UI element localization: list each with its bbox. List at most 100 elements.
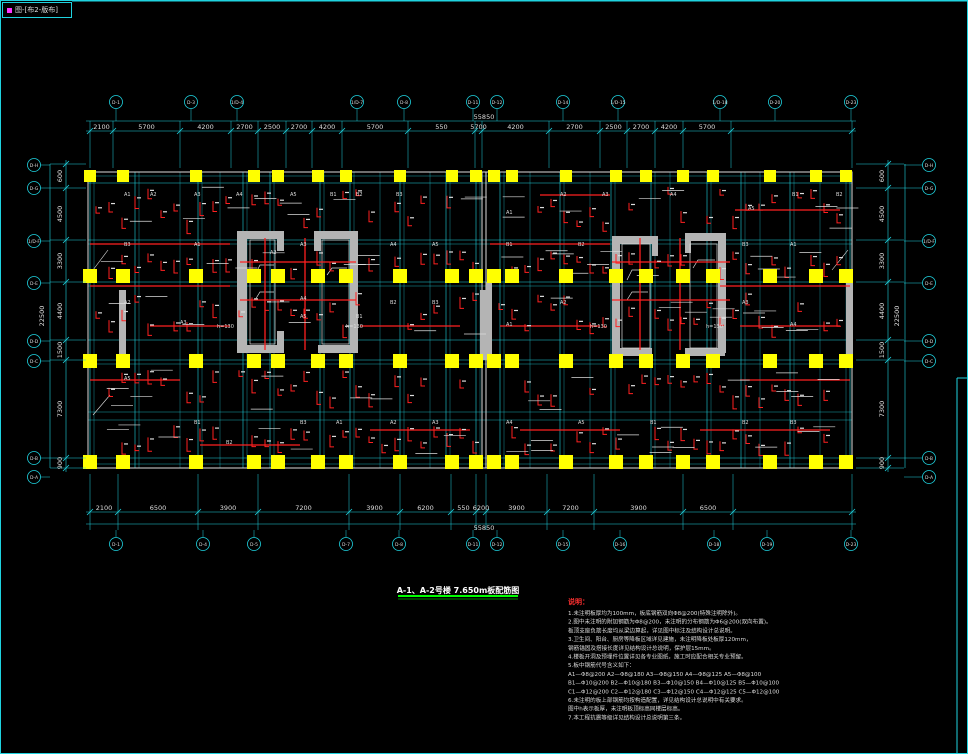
top-dimension-tick xyxy=(404,127,412,135)
column xyxy=(488,170,500,182)
slab-label: A5 xyxy=(432,242,439,248)
column xyxy=(763,269,777,283)
rebar-tick xyxy=(134,372,139,384)
rebar-label-dash xyxy=(371,211,375,213)
rebar-label-dash xyxy=(683,255,687,257)
rebar-tick xyxy=(342,190,347,200)
shear-wall xyxy=(318,231,358,239)
rebar-tick xyxy=(758,203,763,211)
rebar-label-dash xyxy=(150,324,154,326)
rebar-label-dash xyxy=(384,444,388,447)
column xyxy=(506,170,518,182)
axis-grid xyxy=(87,171,853,469)
rebar-tick xyxy=(394,256,399,267)
bottom-axis-circle xyxy=(613,537,627,551)
rebar-label-dash xyxy=(540,295,544,297)
rebar-label-dash xyxy=(137,295,141,298)
left-axis-circle xyxy=(27,334,41,348)
notes-heading: 说明： xyxy=(568,597,589,606)
rebar-label-dash xyxy=(618,319,622,321)
column xyxy=(446,170,458,182)
rebar-tick xyxy=(667,186,672,195)
stair-line xyxy=(326,267,347,276)
column xyxy=(445,269,459,283)
drawing-tab[interactable]: 图-[布2-版布] xyxy=(2,2,72,18)
rebar-tick xyxy=(589,387,594,395)
bottom-dimension-tick xyxy=(679,508,687,516)
top-axis-label: 1/D-18 xyxy=(712,100,727,106)
stair-line xyxy=(626,291,648,301)
note-line: 3.卫生间、阳台、厨房等降板区域详见建施，未注明降板处板厚120mm， xyxy=(568,635,752,643)
rebar-label-dash xyxy=(722,442,726,444)
column xyxy=(83,354,97,368)
rebar-label-dash xyxy=(774,195,778,197)
rebar-label-dash xyxy=(423,442,427,444)
rebar-label-dash xyxy=(449,251,453,253)
bottom-axis-label: D-19 xyxy=(762,542,773,548)
rebar-label-dash xyxy=(553,252,557,254)
top-dimension-value: 2700 xyxy=(566,123,583,131)
rebar-tick xyxy=(537,394,542,406)
rebar-tick xyxy=(355,292,360,306)
rebar-tick xyxy=(602,266,607,274)
drawing-title: A-1、A-2号楼 7.650m板配筋图 xyxy=(397,585,520,595)
rebar-tick xyxy=(264,370,269,380)
column xyxy=(393,455,407,469)
rebar-label-dash xyxy=(202,202,206,205)
top-dimension-tick xyxy=(308,127,316,135)
column xyxy=(311,455,325,469)
rebar-label-dash xyxy=(527,325,531,327)
rebar-tick xyxy=(472,440,477,454)
rebar-label-dash xyxy=(189,392,193,394)
rebar-label-dash xyxy=(787,267,791,269)
rebar-tick xyxy=(173,425,178,439)
rebar-tick xyxy=(628,252,633,265)
tab-label: 图-[布2-版布] xyxy=(15,6,58,14)
rebar-label-dash xyxy=(657,378,661,380)
column xyxy=(706,354,720,368)
rebar-label-dash xyxy=(150,371,154,373)
rebar-label-dash xyxy=(644,375,648,377)
rebar-tick xyxy=(823,262,828,277)
top-dimension-value: 5700 xyxy=(138,123,155,131)
bottom-dimension-value: 6200 xyxy=(417,504,434,512)
column xyxy=(445,354,459,368)
building-outline xyxy=(87,171,853,469)
rebar-tick xyxy=(329,434,334,448)
rebar-tick xyxy=(732,395,737,410)
rebar-label-dash xyxy=(683,212,687,214)
rebar-label-dash xyxy=(228,197,232,199)
column xyxy=(487,455,501,469)
top-axis-label: D-1 xyxy=(112,100,120,106)
rebar-label-dash xyxy=(189,323,193,325)
slab-label: B1 xyxy=(506,242,513,248)
rebar-label-dash xyxy=(579,432,583,434)
rebar-tick xyxy=(459,296,464,309)
rebar-tick xyxy=(576,319,581,330)
rebar-tick xyxy=(121,217,126,229)
left-dimension-value: 7300 xyxy=(56,401,64,418)
rebar-label-dash xyxy=(592,443,596,445)
rebar-tick xyxy=(680,316,685,325)
rebar-label-dash xyxy=(345,325,349,327)
bottom-dimension-tick xyxy=(543,508,551,516)
top-axis-circle xyxy=(713,95,727,109)
rebar-label-dash xyxy=(267,192,271,194)
rebar-label-dash xyxy=(605,267,609,269)
note-line: 1.未注明板厚均为100mm，板底钢筋双向Φ8@200(特殊注明除外)。 xyxy=(568,609,741,617)
rebar-label-dash xyxy=(436,427,440,429)
rebar-tick xyxy=(758,443,763,457)
shear-wall xyxy=(612,348,652,356)
bottom-dimension-value: 3900 xyxy=(630,504,647,512)
rebar-label-dash xyxy=(254,195,258,197)
rebar-label-dash xyxy=(748,204,752,206)
column xyxy=(340,170,352,182)
rebar-label-dash xyxy=(111,202,115,205)
bottom-axis-circle xyxy=(247,537,261,551)
rebar-tick xyxy=(277,299,282,311)
column xyxy=(677,170,689,182)
rebar-label-dash xyxy=(774,325,778,328)
left-axis-label: D-E xyxy=(30,281,38,287)
slab-label: B1 xyxy=(356,314,363,320)
